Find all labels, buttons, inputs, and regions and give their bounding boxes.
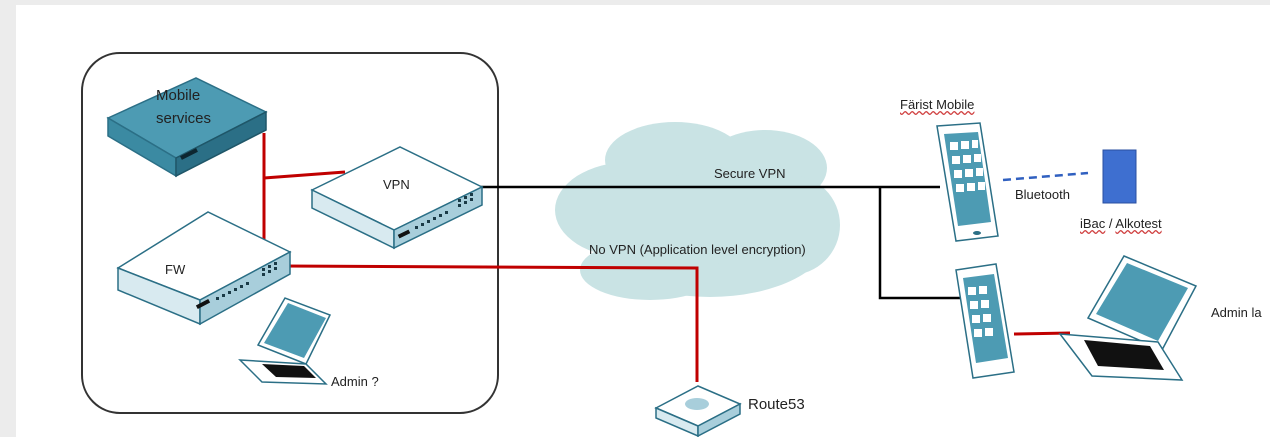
red-link-fw-route53 bbox=[281, 264, 699, 382]
mobile-services-device bbox=[106, 77, 268, 178]
route53-device bbox=[654, 385, 742, 437]
admin-question-label: Admin ? bbox=[331, 374, 379, 389]
secure-vpn-label: Secure VPN bbox=[714, 166, 786, 181]
vpn-label: VPN bbox=[383, 177, 410, 192]
cloud bbox=[555, 122, 840, 300]
no-vpn-label: No VPN (Application level encryption) bbox=[589, 242, 806, 257]
farist-mobile-label: Färist Mobile bbox=[900, 97, 974, 112]
red-link-to-vpn bbox=[263, 170, 346, 180]
mobile-services-label-line1: Mobile bbox=[156, 87, 201, 104]
ibac-text: iBac bbox=[1080, 216, 1106, 231]
server-room-box bbox=[81, 52, 499, 414]
admin-la-label: Admin la bbox=[1211, 305, 1262, 320]
bluetooth-link bbox=[1002, 171, 1089, 182]
mobile-services-label-line2: services bbox=[156, 110, 212, 127]
farist-tablet bbox=[936, 122, 999, 242]
links bbox=[262, 133, 1089, 382]
admin-laptop-inside bbox=[238, 297, 332, 385]
fw-switch bbox=[116, 211, 292, 326]
admin-tablet bbox=[955, 263, 1015, 379]
vpn-switch bbox=[310, 146, 484, 250]
ibac-separator: / bbox=[1105, 216, 1116, 231]
red-link-tablet-laptop bbox=[1013, 331, 1071, 336]
fw-label: FW bbox=[165, 262, 186, 277]
route53-label: Route53 bbox=[748, 396, 805, 413]
ibac-label: iBac / Alkotest bbox=[1080, 216, 1162, 231]
alkotest-text: Alkotest bbox=[1115, 216, 1162, 231]
ibac-device bbox=[1102, 149, 1137, 204]
admin-laptop-right bbox=[1058, 255, 1198, 381]
black-link-branch bbox=[878, 187, 960, 300]
farist-mobile-text: Färist Mobile bbox=[900, 97, 975, 112]
bluetooth-label: Bluetooth bbox=[1015, 187, 1070, 202]
